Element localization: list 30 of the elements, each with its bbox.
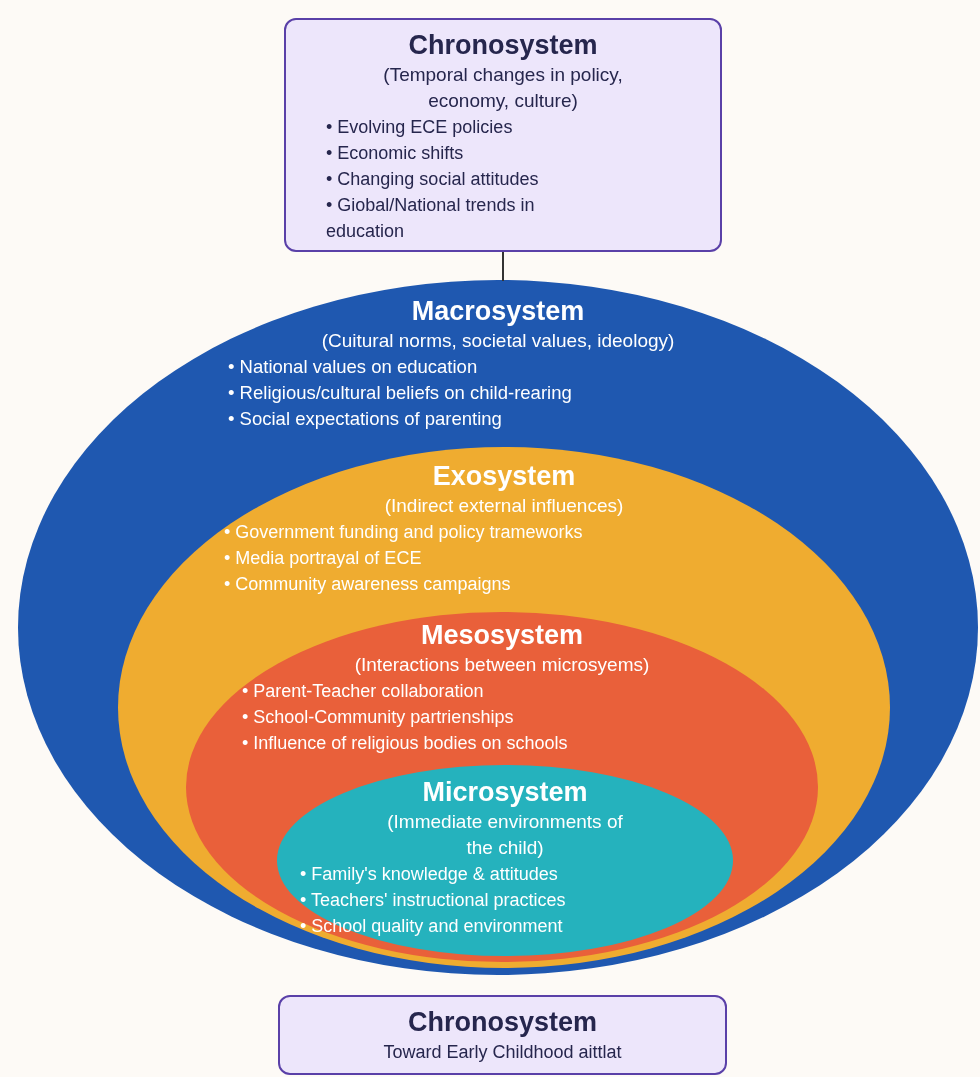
system-subtitle: (Temporal changes in policy, economy, culture): [382, 63, 624, 113]
system-subtitle: (Interactions between microsyems): [354, 653, 650, 677]
bullet-item: • Teachers' instructional practices: [300, 889, 566, 912]
system-title: Macrosystem: [411, 295, 585, 328]
system-title: Chronosystem: [407, 1006, 597, 1039]
system-title: Exosystem: [432, 460, 576, 493]
bullet-item: • Religious/cultural beliefs on child-rearing: [228, 381, 572, 405]
system-subtitle: (Indirect external influences): [384, 494, 624, 518]
system-box: [278, 995, 727, 1075]
bullet-item: • Family's knowledge & attitudes: [300, 863, 559, 886]
bullet-item: • Changing social attitudes: [326, 168, 540, 191]
system-box: [284, 18, 722, 252]
connector-line: [502, 251, 504, 282]
bullet-item: • Influence of religious bodies on schools: [242, 732, 568, 755]
bullet-item: • Media portrayal of ECE: [224, 547, 423, 570]
system-subtitle: (Immediate environments of the child): [386, 810, 624, 860]
bullet-item: • Social expectations of parenting: [228, 407, 503, 431]
bullet-item: • National values on education: [228, 355, 479, 379]
bullet-item: • School-Community partrienships: [242, 706, 515, 729]
system-title: Microsystem: [422, 776, 588, 809]
system-title: Chronosystem: [408, 29, 598, 62]
system-title: Mesosystem: [420, 619, 584, 652]
system-subtitle: Toward Early Childhood aittlat: [383, 1041, 622, 1064]
system-subtitle: (Cuitural norms, societal values, ideology): [321, 329, 675, 353]
bullet-item: • Economic shifts: [326, 142, 465, 165]
bullet-item: • Parent-Teacher collaboration: [242, 680, 485, 703]
bullet-item: • Evolving ECE policies: [326, 116, 514, 139]
bullet-item: • Government funding and policy trameworks: [224, 521, 583, 544]
bullet-item: • Community awareness campaigns: [224, 573, 512, 596]
bullet-item: • Giobal/National trends in education: [326, 194, 536, 243]
